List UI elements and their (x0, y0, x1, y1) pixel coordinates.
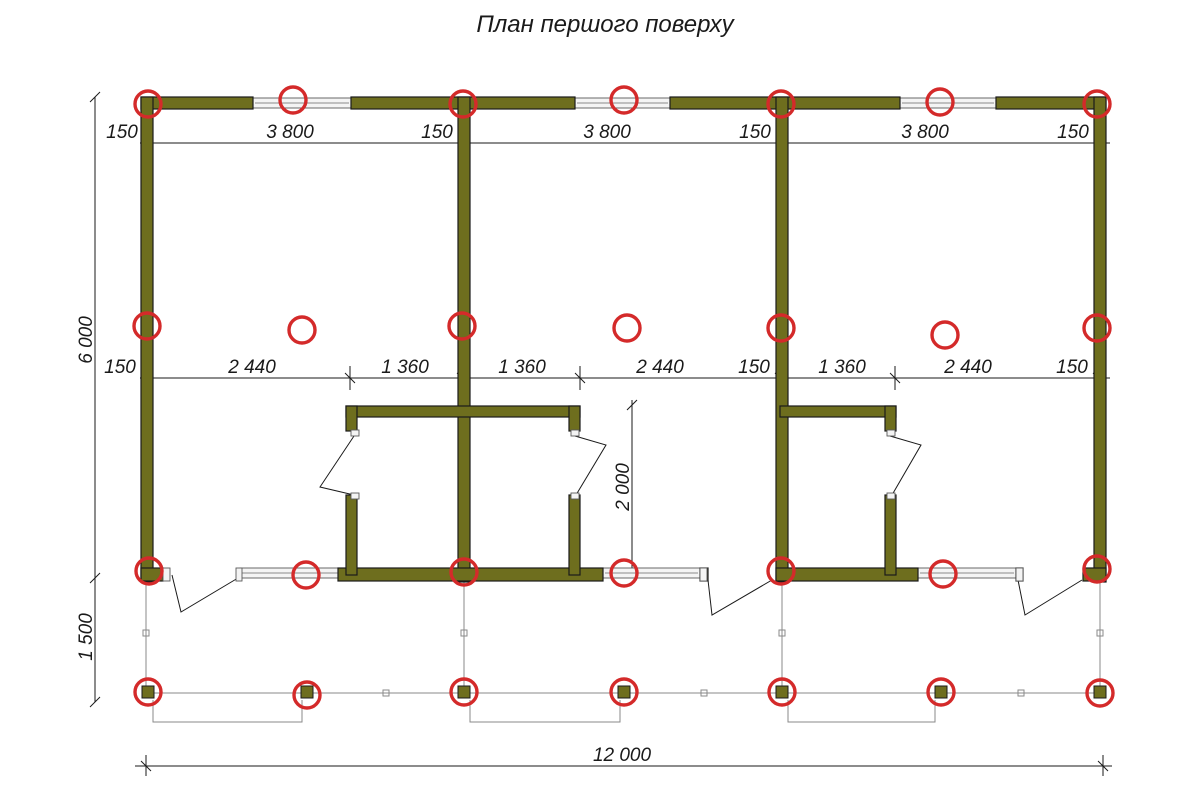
support-markers (132, 85, 1115, 710)
marker (609, 558, 639, 588)
total-width-dimension: 12 000 (135, 745, 1112, 776)
marker (134, 556, 164, 586)
marker (1082, 313, 1112, 343)
vertical-dimension: 6 000 1 500 (76, 91, 101, 708)
marker (1085, 678, 1115, 708)
marker (609, 677, 639, 707)
dim-total-width: 12 000 (593, 745, 652, 766)
marker (767, 677, 797, 707)
marker (291, 560, 321, 590)
porch-outline (142, 580, 1104, 723)
marker (1082, 554, 1112, 584)
dim-mid-7: 1 360 (818, 357, 866, 378)
dim-top-7: 150 (1057, 122, 1089, 143)
marker (132, 311, 162, 341)
marker (612, 313, 642, 343)
room-depth-dimension: 2 000 (613, 399, 638, 575)
marker (133, 89, 163, 119)
marker (928, 559, 958, 589)
dim-mid-9: 150 (1056, 357, 1088, 378)
dim-top-3: 150 (421, 122, 453, 143)
dim-height-porch: 1 500 (76, 613, 97, 661)
dim-top-4: 3 800 (583, 122, 631, 143)
marker (449, 557, 479, 587)
marker (926, 677, 956, 707)
dim-top-6: 3 800 (901, 122, 949, 143)
dim-room-depth: 2 000 (613, 463, 634, 512)
marker (766, 89, 796, 119)
middle-dimension-line: 150 2 440 1 360 1 360 2 440 150 1 360 2 … (104, 357, 1110, 390)
marker (292, 680, 322, 710)
marker (447, 311, 477, 341)
marker (925, 87, 955, 117)
dim-height-main: 6 000 (76, 316, 97, 364)
marker (930, 320, 960, 350)
porch-posts (141, 685, 1107, 699)
dim-mid-8: 2 440 (943, 357, 992, 378)
dim-mid-5: 2 440 (635, 357, 684, 378)
marker (287, 315, 317, 345)
marker (609, 85, 639, 115)
dim-top-1: 150 (106, 122, 138, 143)
dim-mid-4: 1 360 (498, 357, 546, 378)
dim-mid-1: 150 (104, 357, 136, 378)
dim-mid-2: 2 440 (227, 357, 276, 378)
marker (1082, 89, 1112, 119)
marker (766, 313, 796, 343)
marker (133, 677, 163, 707)
marker (278, 85, 308, 115)
marker (766, 556, 796, 586)
marker (449, 677, 479, 707)
walls (140, 96, 1107, 583)
dim-top-2: 3 800 (266, 122, 314, 143)
dim-mid-6: 150 (738, 357, 770, 378)
top-dimension-line: 150 3 800 150 3 800 150 3 800 150 (106, 122, 1110, 148)
dim-top-5: 150 (739, 122, 771, 143)
marker (448, 89, 478, 119)
dim-mid-3: 1 360 (381, 357, 429, 378)
plan-title: План першого поверху (476, 11, 735, 38)
